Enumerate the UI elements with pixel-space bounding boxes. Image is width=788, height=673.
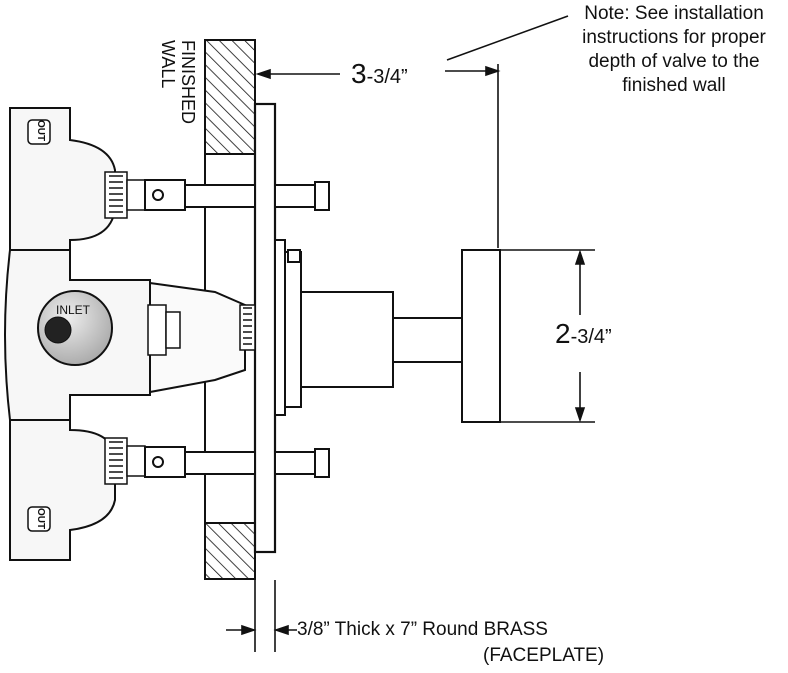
faceplate — [253, 102, 277, 554]
note-line-1: Note: See installation — [584, 3, 764, 24]
dimension-lines — [226, 15, 595, 652]
out-top-badge — [27, 119, 51, 145]
depth-dimension-label: 3-3/4” — [351, 58, 408, 90]
handle-fraction: -3/4” — [570, 326, 612, 348]
finished-wall-line-2: WALL — [158, 40, 178, 89]
out-top-label: OUT — [35, 119, 47, 142]
trim-assembly — [274, 239, 501, 423]
note-line-3: depth of valve to the — [588, 51, 760, 72]
faceplate-label: 3/8” Thick x 7” Round BRASS (FACEPLATE) — [297, 617, 604, 669]
inlet-label: INLET — [56, 303, 91, 317]
depth-whole: 3 — [351, 58, 367, 89]
faceplate-line-1: 3/8” Thick x 7” Round BRASS — [297, 619, 548, 640]
handle-whole: 2 — [555, 318, 571, 349]
installation-note: Note: See installation instructions for … — [560, 2, 788, 98]
finished-wall-line-1: FINISHED — [178, 40, 198, 125]
finished-wall-label: FINISHED WALL — [158, 40, 198, 124]
note-line-4: finished wall — [622, 75, 726, 96]
out-bottom-label: OUT — [35, 507, 47, 530]
faceplate-line-2: (FACEPLATE) — [483, 645, 605, 666]
fittings — [104, 171, 256, 485]
depth-fraction: -3/4” — [366, 66, 408, 88]
handle-dimension-label: 2-3/4” — [555, 318, 612, 350]
valve-stems — [144, 179, 330, 478]
out-bottom-badge — [27, 506, 51, 532]
finished-wall — [204, 39, 256, 580]
note-line-2: instructions for proper — [582, 27, 766, 48]
inlet-knob — [37, 290, 113, 366]
